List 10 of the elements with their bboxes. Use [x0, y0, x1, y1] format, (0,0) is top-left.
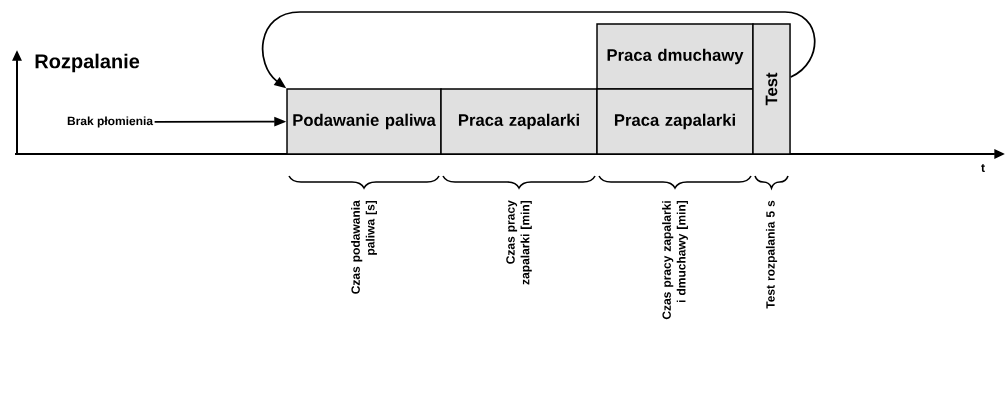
axis-label: t — [981, 164, 985, 172]
process-box: Podawanie paliwa — [286, 88, 442, 155]
axis-title: Rozpalanie — [35, 53, 140, 73]
duration-label: Czas pracy zapalarki [min] — [506, 200, 532, 285]
process-box: Praca zapalarki — [440, 88, 598, 155]
duration-label: Test rozpalania 5 s — [765, 200, 778, 309]
process-box: Test — [752, 23, 791, 155]
text-label: Brak płomienia — [67, 116, 154, 128]
duration-label: Czas podawania paliwa [s] — [351, 200, 377, 294]
duration-label: Czas pracy zapalarki i dmuchawy [min] — [662, 200, 688, 320]
